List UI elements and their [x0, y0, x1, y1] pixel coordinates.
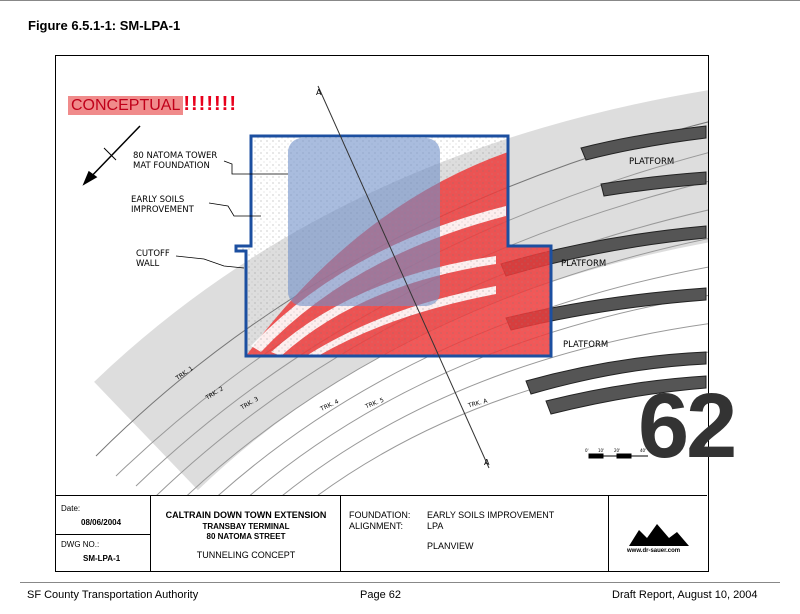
- alignment-value: LPA: [427, 521, 444, 531]
- project-title: CALTRAIN DOWN TOWN EXTENSION: [165, 510, 327, 520]
- tb-info-cell: FOUNDATION: EARLY SOILS IMPROVEMENT ALIG…: [340, 496, 609, 571]
- plan-drawing: [82, 85, 708, 496]
- footer-right: Draft Report, August 10, 2004: [612, 589, 758, 601]
- footer-page: Page 62: [360, 589, 401, 601]
- platform-label: PLATFORM: [561, 259, 607, 269]
- tb-logo-cell: www.dr-sauer.com: [608, 496, 708, 571]
- mountain-logo-icon: [629, 524, 689, 546]
- north-arrow-icon: [82, 125, 141, 186]
- scale-label: 0': [585, 448, 589, 453]
- note-line: IMPROVEMENT: [131, 205, 194, 215]
- platform-label: PLATFORM: [629, 157, 675, 167]
- note-early-soils: EARLY SOILS IMPROVEMENT: [131, 195, 194, 215]
- section-mark: A: [484, 458, 490, 467]
- platform-label: PLATFORM: [563, 340, 609, 350]
- conceptual-stamp: CONCEPTUAL!!!!!!!: [68, 93, 237, 116]
- footer-rule: [20, 582, 780, 583]
- note-line: 80 NATOMA TOWER: [133, 151, 218, 161]
- tb-project-cell: CALTRAIN DOWN TOWN EXTENSION TRANSBAY TE…: [150, 496, 341, 571]
- footer-left: SF County Transportation Authority: [27, 589, 199, 601]
- foundation-label: FOUNDATION:: [349, 510, 411, 520]
- scale-label: 40': [640, 448, 647, 453]
- stamp-marks: !!!!!!!: [183, 93, 237, 115]
- date-label: Date:: [61, 504, 81, 513]
- note-cutoff-wall: CUTOFF WALL: [136, 249, 170, 269]
- leaders: [175, 160, 288, 269]
- logo-text: www.dr-sauer.com: [627, 548, 681, 554]
- note-line: CUTOFF: [136, 249, 170, 259]
- top-rule: [0, 0, 800, 1]
- foundation-value: EARLY SOILS IMPROVEMENT: [427, 510, 555, 520]
- project-line3: 80 NATOMA STREET: [206, 532, 286, 541]
- note-mat-foundation: 80 NATOMA TOWER MAT FOUNDATION: [133, 151, 217, 171]
- figure-title: Figure 6.5.1-1: SM-LPA-1: [28, 18, 181, 33]
- title-block: Date: 08/06/2004 DWG NO.: SM-LPA-1 CALTR…: [55, 495, 707, 571]
- scale-label: 10': [598, 448, 605, 453]
- mat-foundation: [288, 138, 440, 306]
- tb-date-cell: Date: 08/06/2004 DWG NO.: SM-LPA-1: [55, 496, 150, 571]
- date-value: 08/06/2004: [81, 518, 122, 527]
- page-badge: 62: [638, 375, 737, 477]
- section-mark: A: [316, 88, 322, 97]
- section-line: [317, 85, 490, 469]
- alignment-label: ALIGNMENT:: [349, 521, 404, 531]
- dwg-label: DWG NO.:: [61, 540, 100, 549]
- scale-bar: [588, 453, 648, 459]
- note-line: MAT FOUNDATION: [133, 161, 210, 171]
- view-value: PLANVIEW: [427, 541, 474, 551]
- project-line4: TUNNELING CONCEPT: [196, 550, 296, 560]
- project-line2: TRANSBAY TERMINAL: [202, 522, 290, 531]
- note-line: WALL: [136, 259, 160, 269]
- dwg-value: SM-LPA-1: [83, 554, 121, 563]
- drawing-sheet: [55, 55, 709, 572]
- scale-label: 20': [614, 448, 621, 453]
- stamp-text: CONCEPTUAL: [68, 96, 184, 115]
- divider: [55, 534, 150, 535]
- note-line: EARLY SOILS: [131, 195, 185, 205]
